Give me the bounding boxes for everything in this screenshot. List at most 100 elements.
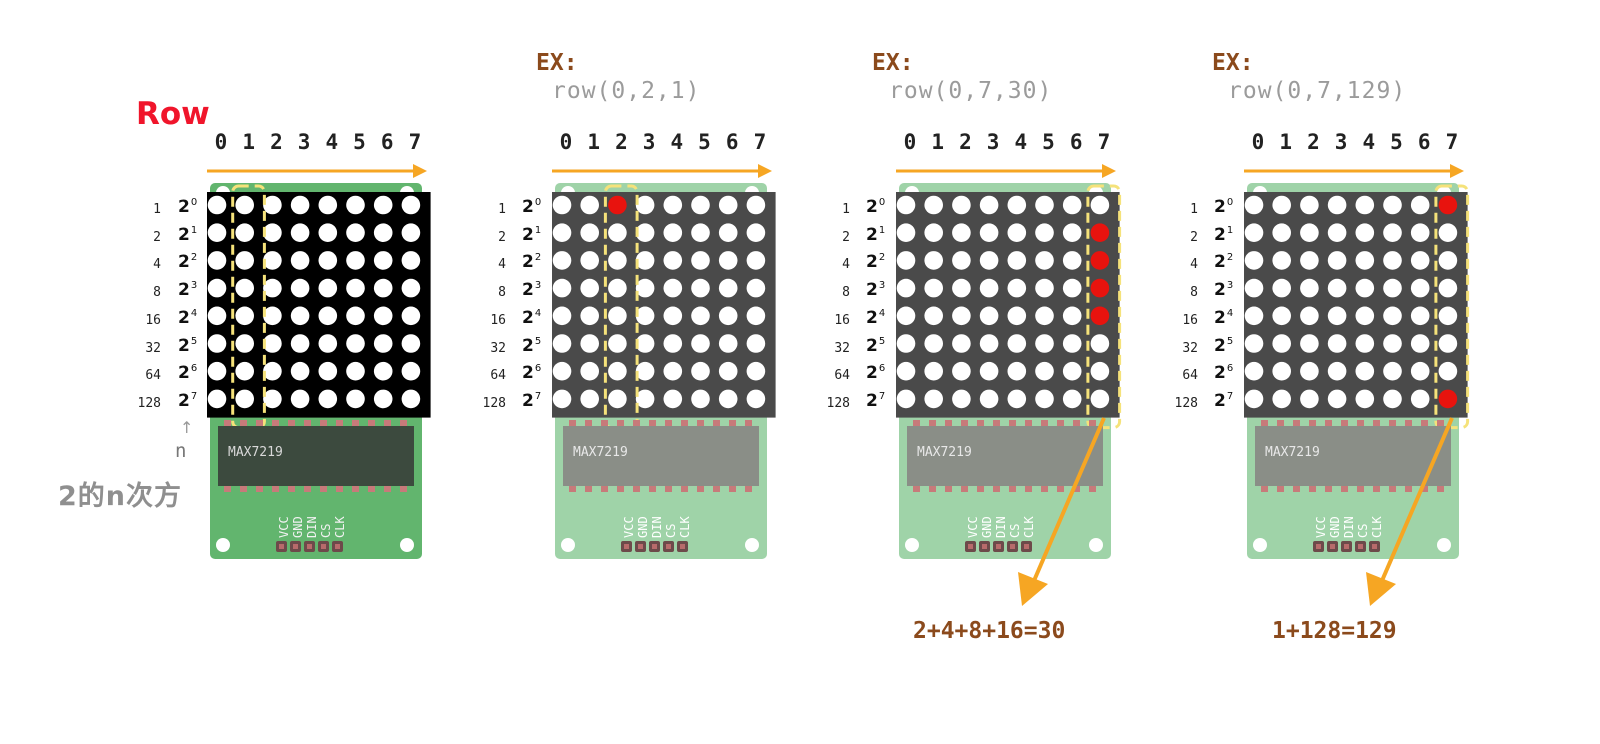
chip-pin: [993, 486, 1000, 492]
led-off: [207, 223, 227, 242]
chip-pin: [745, 486, 752, 492]
led-off: [1410, 278, 1430, 298]
led-off: [1062, 278, 1082, 298]
chip-pin: [1437, 420, 1444, 426]
led-off: [1383, 389, 1402, 409]
row-value-label: 1: [842, 202, 850, 217]
row-value-label: 128: [482, 395, 506, 411]
led-off: [1438, 361, 1458, 381]
chip-pin: [1421, 420, 1428, 426]
led-off: [635, 251, 655, 270]
max7219-chip: [907, 426, 1103, 486]
chip-pin: [681, 486, 688, 492]
led-off: [1272, 389, 1291, 409]
led-off: [663, 306, 683, 326]
led-off: [746, 251, 766, 270]
pin-header-hole: [279, 544, 284, 549]
chip-pin: [1261, 486, 1268, 492]
led-off: [1035, 223, 1054, 242]
led-off: [318, 389, 338, 409]
led-off: [663, 195, 683, 215]
led-off: [924, 278, 943, 298]
led-off: [346, 306, 365, 326]
row-power-label: 21: [522, 224, 542, 245]
chip-pin: [1041, 420, 1048, 426]
led-off: [1355, 223, 1375, 242]
led-off: [580, 306, 599, 326]
led-off: [608, 361, 627, 381]
chip-pin: [585, 420, 592, 426]
led-off: [207, 278, 227, 298]
chip-pin: [729, 486, 736, 492]
row-value-label: 16: [834, 312, 850, 328]
led-off: [235, 306, 254, 326]
led-off: [1300, 278, 1319, 298]
chip-pin: [1261, 420, 1268, 426]
led-off: [290, 334, 310, 353]
chip-pin: [617, 486, 624, 492]
led-off: [718, 389, 738, 409]
chip-pin: [569, 420, 576, 426]
led-off: [691, 334, 710, 353]
led-off: [1272, 306, 1291, 326]
chip-pin: [977, 486, 984, 492]
led-off: [1062, 195, 1082, 215]
led-off: [746, 195, 766, 215]
led-off: [1007, 361, 1027, 381]
led-off: [896, 306, 916, 326]
pin-header-hole: [1344, 544, 1349, 549]
led-off: [691, 195, 710, 215]
column-number: 6: [1417, 130, 1431, 154]
row-value-label: 16: [1182, 312, 1198, 328]
led-off: [979, 361, 999, 381]
led-off: [235, 195, 254, 215]
led-off: [1410, 334, 1430, 353]
led-off: [1355, 334, 1375, 353]
led-off: [979, 195, 999, 215]
chip-pin: [929, 420, 936, 426]
led-off: [1410, 251, 1430, 270]
row-value-label: 32: [490, 340, 506, 356]
row-value-label: 1: [153, 202, 161, 217]
row-power-label: 24: [1214, 307, 1234, 328]
chip-pin: [729, 420, 736, 426]
led-off: [1355, 361, 1375, 381]
led-off: [1438, 278, 1458, 298]
chip-pin: [697, 486, 704, 492]
column-highlight: [1086, 184, 1122, 430]
pin-label: DIN: [994, 516, 1008, 538]
led-off: [318, 306, 338, 326]
chip-pin: [1025, 420, 1032, 426]
led-off: [718, 361, 738, 381]
power-description: 2的n次方: [58, 481, 183, 512]
led-off: [924, 223, 943, 242]
pin-label: GND: [636, 516, 650, 538]
pin-label: DIN: [305, 516, 319, 538]
row-power-label: 23: [178, 280, 198, 301]
row-value-label: 16: [490, 312, 506, 328]
row-value-label: 1: [498, 202, 506, 217]
arrow-right-icon: [1102, 164, 1116, 178]
led-off: [290, 389, 310, 409]
row-power-label: 27: [866, 390, 886, 411]
chip-pin: [256, 486, 263, 492]
pin-header-hole: [1358, 544, 1363, 549]
led-off: [1327, 334, 1347, 353]
chip-pin: [320, 486, 327, 492]
row-value-label: 2: [1190, 229, 1198, 245]
pin-label: VCC: [622, 516, 636, 538]
led-off: [401, 334, 421, 353]
chip-pin: [1325, 420, 1332, 426]
chip-pin: [288, 420, 295, 426]
row-value-label: 2: [842, 229, 850, 245]
led-off: [1272, 361, 1291, 381]
pin-label: CS: [319, 524, 333, 538]
max7219-chip: [1255, 426, 1451, 486]
led-off: [746, 278, 766, 298]
led-off: [1272, 195, 1291, 215]
led-off: [552, 251, 572, 270]
led-off: [318, 278, 338, 298]
chip-pin: [633, 420, 640, 426]
row-value-label: 2: [498, 229, 506, 245]
mounting-hole: [1089, 538, 1103, 552]
